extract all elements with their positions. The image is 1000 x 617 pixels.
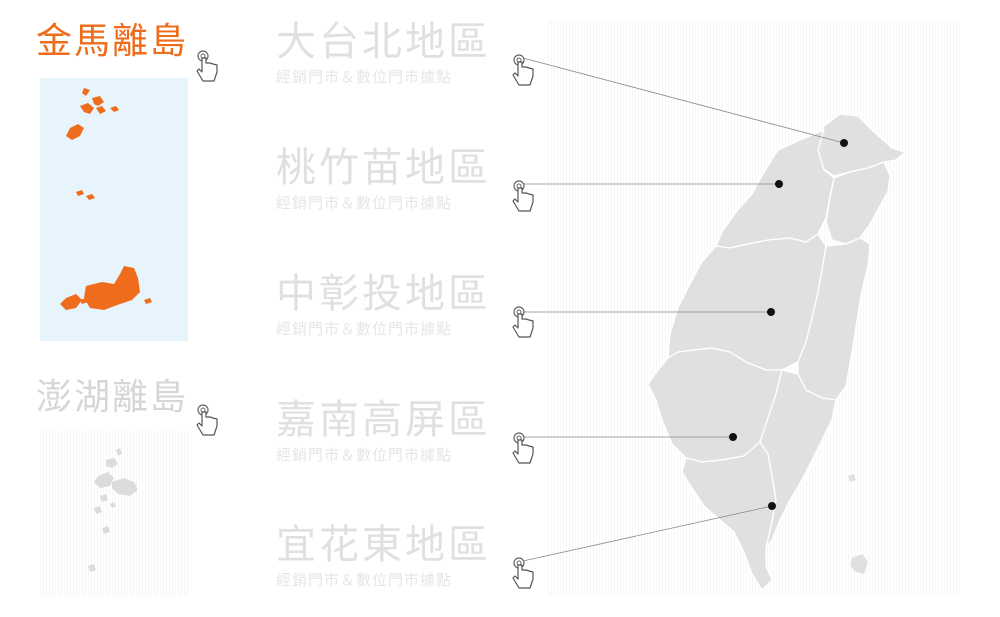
green-island (848, 474, 856, 482)
region-link-yihuadong[interactable]: 宜花東地區 經銷門市＆數位門市據點 (276, 525, 491, 590)
map-marker-dot (767, 308, 775, 316)
island-title-kinmen-matsu[interactable]: 金馬離島 (36, 21, 189, 62)
region-name: 桃竹苗地區 (276, 145, 491, 191)
region-subtitle: 經銷門市＆數位門市據點 (276, 446, 453, 464)
region-shape-hualien (797, 237, 871, 401)
region-shape-taozhumiao (715, 129, 835, 249)
region-link-taozhumiao[interactable]: 桃竹苗地區 經銷門市＆數位門市據點 (276, 148, 491, 213)
kinmen-matsu-islands (60, 88, 152, 310)
connector-line-taipei (522, 57, 845, 144)
hand-pointer-icon[interactable] (510, 304, 536, 342)
penghu-map-panel[interactable] (40, 430, 188, 597)
map-marker-dot (775, 180, 783, 188)
region-subtitle: 經銷門市＆數位門市據點 (276, 571, 453, 589)
hand-pointer-icon[interactable] (510, 178, 536, 216)
region-name: 中彰投地區 (276, 271, 491, 317)
island-title-penghu[interactable]: 澎湖離島 (36, 377, 189, 418)
region-shape-taitung (759, 369, 837, 549)
region-name: 宜花東地區 (276, 522, 491, 568)
region-shape-yilan (825, 161, 891, 245)
connector-line-yihuadong (522, 505, 773, 562)
region-shape-taipei (815, 113, 906, 177)
region-shape-zhongzhangtou (667, 233, 827, 371)
map-marker-dot (840, 139, 848, 147)
region-link-zhongzhangtou[interactable]: 中彰投地區 經銷門市＆數位門市據點 (276, 274, 491, 339)
region-name: 嘉南高屏區 (276, 397, 491, 443)
map-marker-dot (768, 502, 776, 510)
region-link-taipei[interactable]: 大台北地區 經銷門市＆數位門市據點 (276, 22, 491, 87)
penghu-islands (88, 448, 138, 572)
region-name: 大台北地區 (276, 19, 491, 65)
hand-pointer-icon[interactable] (510, 52, 536, 90)
map-marker-dot (729, 433, 737, 441)
hand-pointer-icon[interactable] (194, 402, 220, 440)
orchid-island (850, 554, 868, 574)
hand-pointer-icon[interactable] (194, 48, 220, 86)
region-subtitle: 經銷門市＆數位門市據點 (276, 68, 453, 86)
hand-pointer-icon[interactable] (510, 555, 536, 593)
region-subtitle: 經銷門市＆數位門市據點 (276, 194, 453, 212)
region-subtitle: 經銷門市＆數位門市據點 (276, 320, 453, 338)
kinmen-matsu-map-panel[interactable] (40, 78, 188, 341)
hand-pointer-icon[interactable] (510, 430, 536, 468)
region-link-jianan[interactable]: 嘉南高屏區 經銷門市＆數位門市據點 (276, 400, 491, 465)
region-shape-kaopingtung (681, 441, 777, 591)
